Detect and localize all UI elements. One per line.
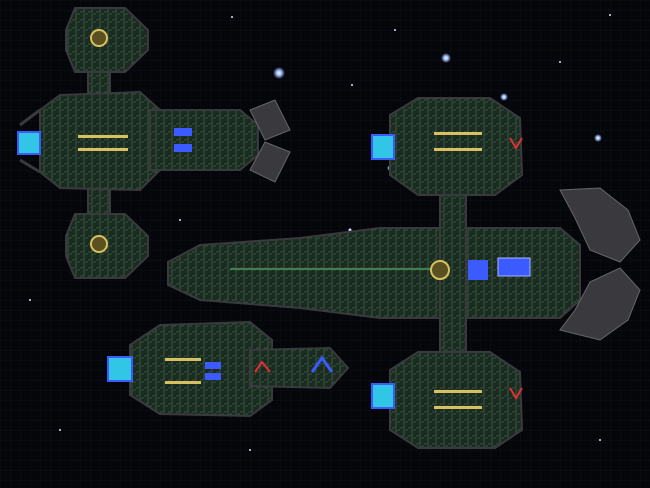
starfield: [29, 14, 611, 451]
reactor-core: [90, 235, 108, 253]
reactor-core: [430, 260, 450, 280]
reactor-core: [90, 29, 108, 47]
thruster: [17, 131, 41, 155]
red-marker: [509, 387, 523, 400]
thruster: [371, 134, 395, 160]
red-marker: [509, 137, 523, 150]
weapon-mount: [174, 144, 192, 152]
weapon-mount: [205, 373, 221, 380]
weapon-mount: [468, 260, 488, 280]
thruster: [107, 356, 133, 382]
weapon-mount: [174, 128, 192, 136]
weapon-battery: [497, 257, 531, 277]
vertical-cruiser-right[interactable]: [371, 97, 524, 449]
weapon-mount: [205, 362, 221, 369]
thruster: [371, 383, 395, 409]
frigate-bottom-left[interactable]: [107, 320, 350, 418]
vertical-cruiser-top-left[interactable]: [17, 7, 291, 279]
